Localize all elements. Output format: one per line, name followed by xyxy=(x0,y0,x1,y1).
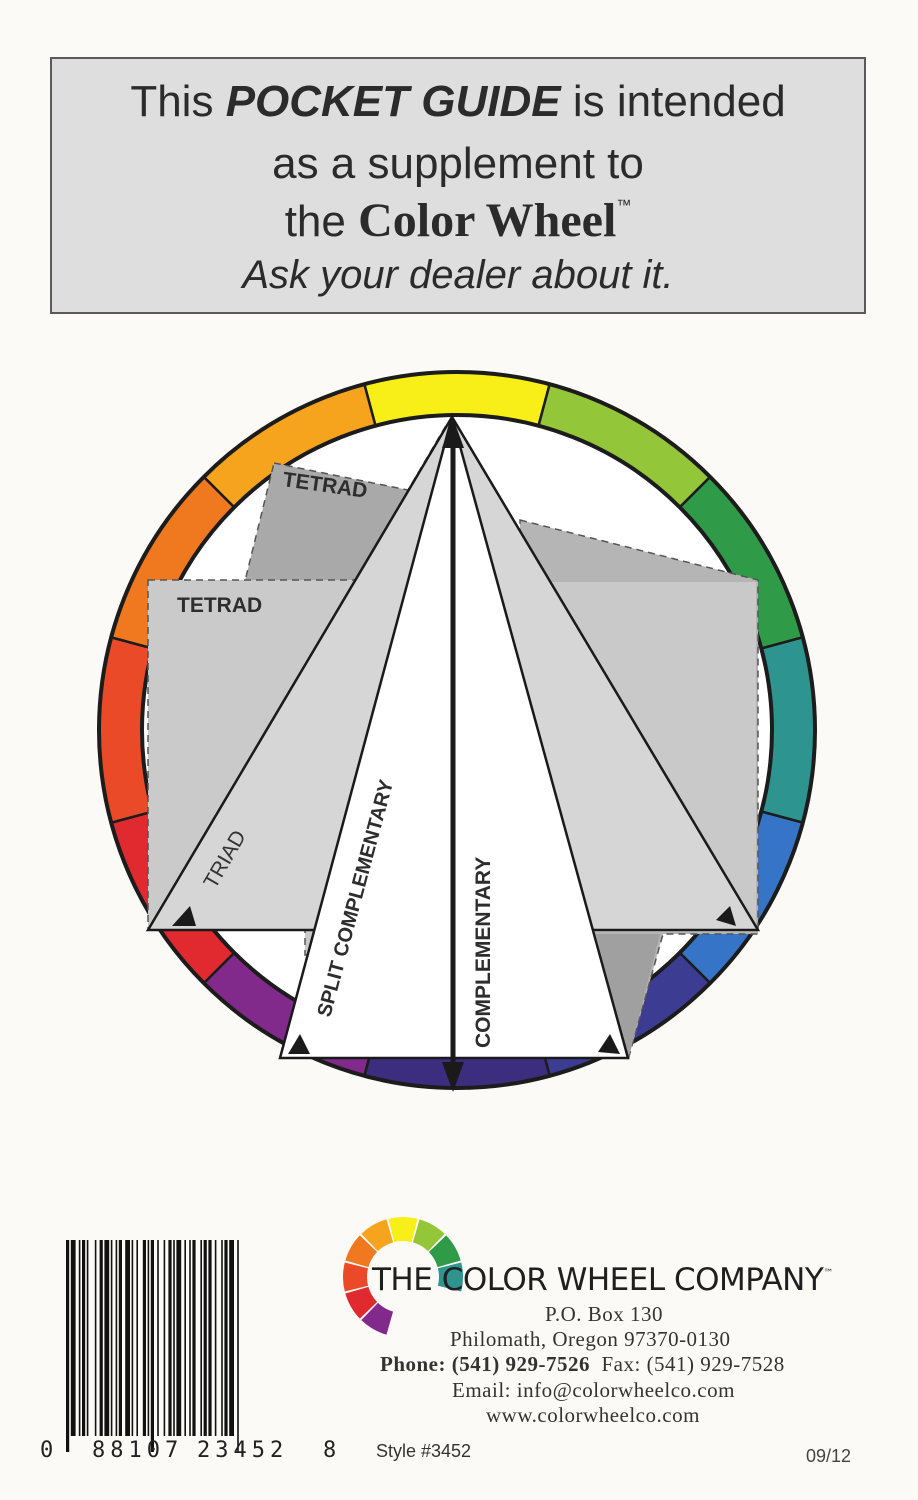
barcode-last-digit: 8 xyxy=(323,1438,336,1463)
barcode-bar xyxy=(125,1240,130,1436)
pocket-guide-notice: This POCKET GUIDE is intended as a suppl… xyxy=(50,57,866,314)
barcode-bar xyxy=(184,1240,186,1436)
logo-wedge-9 xyxy=(361,1219,394,1252)
date-code: 09/12 xyxy=(806,1446,852,1466)
barcode-bar xyxy=(203,1240,207,1436)
barcode-right-digits: 23452 xyxy=(197,1438,288,1463)
logo-wedge-4 xyxy=(437,1262,463,1292)
label-complementary: COMPLEMENTARY xyxy=(472,857,495,1048)
company-logo-icon xyxy=(343,1217,463,1335)
arrowhead-split-right xyxy=(598,1034,620,1054)
phone-line: Phone: (541) 929-7526 Fax: (541) 929-752… xyxy=(380,1352,785,1377)
guide-line-4: Ask your dealer about it. xyxy=(242,253,674,297)
barcode-bar xyxy=(189,1240,191,1436)
barcode-bar xyxy=(173,1240,175,1436)
barcode-bar xyxy=(147,1240,150,1436)
barcode-bar xyxy=(176,1240,182,1436)
barcode-bar xyxy=(150,1240,154,1452)
arrowhead-up xyxy=(442,418,464,448)
barcode-bar xyxy=(221,1240,223,1436)
fax-number: Fax: (541) 929-7528 xyxy=(601,1352,785,1376)
guide-line3-pre: the xyxy=(284,197,346,246)
guide-line-2: as a supplement to xyxy=(272,139,644,188)
barcode-bar xyxy=(94,1240,97,1436)
barcode-left-digits: 88107 xyxy=(92,1438,183,1463)
label-tetrad-left: TETRAD xyxy=(177,594,262,617)
arrowhead-triad-right xyxy=(716,906,736,926)
barcode-bar xyxy=(237,1240,239,1452)
barcode-bar xyxy=(66,1240,70,1452)
barcode-first-digit: 0 xyxy=(40,1438,53,1463)
arrowhead-split-left xyxy=(288,1034,310,1054)
ring-outer-border xyxy=(97,370,817,1090)
barcode-bar xyxy=(82,1240,86,1436)
barcode-bar xyxy=(168,1240,172,1436)
barcode-bar xyxy=(118,1240,122,1436)
barcode-bar xyxy=(157,1240,159,1436)
barcode-bar xyxy=(136,1240,138,1436)
barcode-bar xyxy=(200,1240,202,1436)
barcode-bar xyxy=(208,1240,212,1436)
company-name: THE COLOR WHEEL COMPANY™ xyxy=(372,1262,833,1298)
logo-wedge-6 xyxy=(345,1286,378,1319)
website-url: www.colorwheelco.com xyxy=(486,1403,700,1427)
logo-wedge-1 xyxy=(388,1217,418,1243)
guide-line-3: the Color Wheel™ xyxy=(52,193,864,248)
logo-wedge-7 xyxy=(343,1262,369,1292)
barcode-bar xyxy=(229,1240,234,1436)
logo-wedge-8 xyxy=(345,1235,378,1268)
barcode-bar xyxy=(110,1240,113,1436)
tetrad-right-tab xyxy=(596,934,660,1060)
barcode: 0 88107 23452 8 xyxy=(40,1240,336,1463)
logo-wedge-3 xyxy=(428,1235,461,1268)
logo-wedge-5 xyxy=(361,1302,394,1335)
company-trademark: ™ xyxy=(823,1268,833,1279)
barcode-bar xyxy=(86,1240,89,1436)
barcode-bar xyxy=(104,1240,110,1436)
email-address: Email: info@colorwheelco.com xyxy=(452,1378,735,1402)
guide-pocket-guide: POCKET GUIDE xyxy=(225,77,561,126)
guide-line1-post: is intended xyxy=(572,77,786,126)
barcode-bar xyxy=(70,1240,76,1436)
barcode-bar xyxy=(78,1240,81,1436)
guide-line1-pre: This xyxy=(130,77,214,126)
barcode-bar xyxy=(224,1240,228,1436)
guide-line-1: This POCKET GUIDE is intended xyxy=(52,77,864,127)
po-box: P.O. Box 130 xyxy=(545,1302,664,1326)
barcode-bar xyxy=(142,1240,146,1436)
barcode-bar xyxy=(192,1240,196,1436)
phone-label: Phone: xyxy=(380,1352,446,1376)
city-address: Philomath, Oregon 97370-0130 xyxy=(450,1327,731,1351)
guide-color-wheel-name: Color Wheel xyxy=(358,194,617,247)
arrowhead-triad-left xyxy=(172,906,196,926)
logo-wedge-2 xyxy=(412,1219,445,1252)
color-wheel-diagram: TETRAD TETRAD TRIAD SPLIT COMPLEMENTARY … xyxy=(97,370,817,1092)
guide-trademark: ™ xyxy=(616,197,632,214)
style-number: Style #3452 xyxy=(376,1441,472,1461)
company-name-text: THE COLOR WHEEL COMPANY xyxy=(372,1262,824,1298)
barcode-bar xyxy=(131,1240,134,1436)
barcode-bar xyxy=(115,1240,118,1436)
barcode-bar xyxy=(163,1240,166,1436)
arrowhead-down xyxy=(442,1062,464,1092)
barcode-bar xyxy=(214,1240,217,1436)
barcode-bar xyxy=(99,1240,103,1436)
barcode-bars xyxy=(66,1240,239,1452)
phone-number: (541) 929-7526 xyxy=(451,1352,590,1376)
